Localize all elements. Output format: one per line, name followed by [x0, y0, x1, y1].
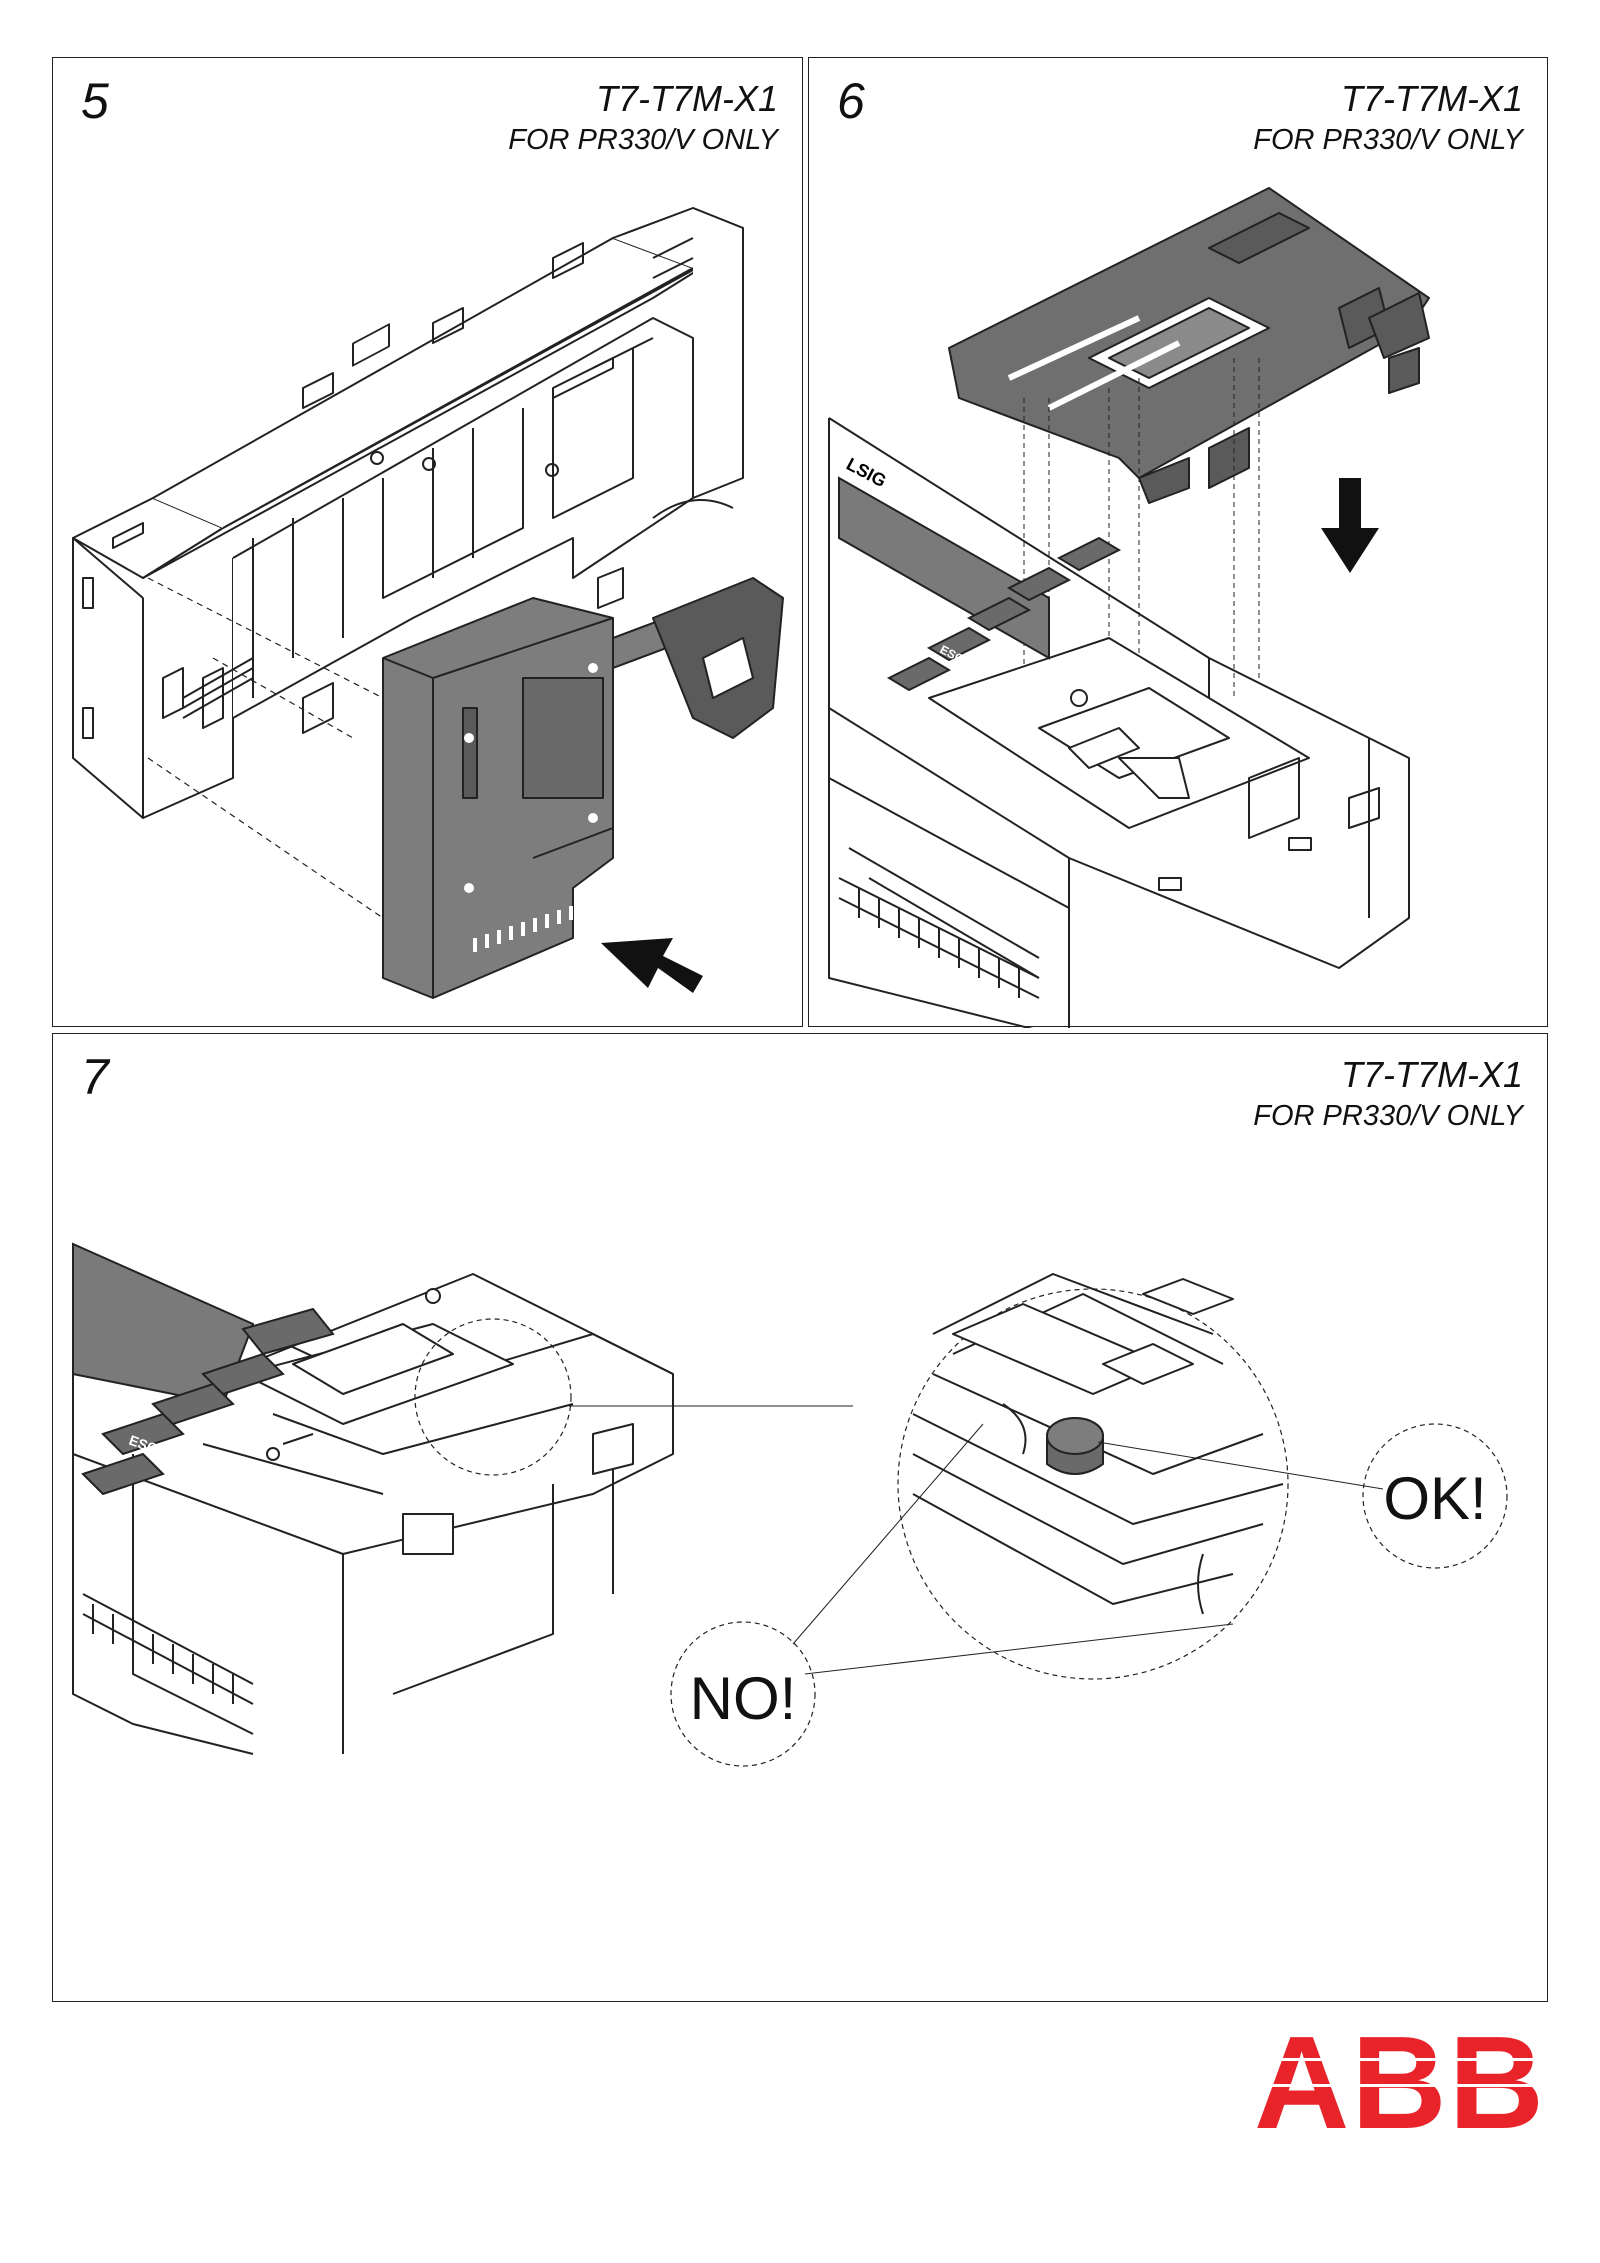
step-number: 7	[81, 1049, 109, 1105]
down-arrow-icon	[1321, 478, 1379, 573]
cover-alignment-check-illustration: ESC	[72, 1242, 1508, 1767]
step-panel-5: 5 T7-T7M-X1 FOR PR330/V ONLY	[52, 57, 803, 1027]
insert-arrow	[601, 938, 703, 993]
step-number: 5	[81, 73, 109, 129]
model-label: T7-T7M-X1	[595, 78, 778, 119]
callout-no: NO!	[690, 1665, 797, 1732]
cover-installation-illustration: LSIG ESC	[828, 187, 1430, 1028]
abb-logo: ABB	[1252, 2020, 1548, 2140]
magnified-detail	[897, 1273, 1289, 1680]
abb-logo-text: ABB	[1254, 2020, 1546, 2140]
model-label: T7-T7M-X1	[1340, 1054, 1523, 1095]
callout-ok: OK!	[1383, 1465, 1486, 1532]
trip-unit-module-insertion-illustration	[72, 207, 784, 999]
model-note: FOR PR330/V ONLY	[1253, 1100, 1523, 1132]
model-note: FOR PR330/V ONLY	[1253, 124, 1523, 156]
model-label: T7-T7M-X1	[1340, 78, 1523, 119]
step-panel-7: 7 T7-T7M-X1 FOR PR330/V ONLY	[52, 1033, 1548, 2002]
step-panel-6: 6 T7-T7M-X1 FOR PR330/V ONLY	[808, 57, 1548, 1028]
model-note: FOR PR330/V ONLY	[508, 124, 778, 156]
step-number: 6	[837, 73, 865, 129]
